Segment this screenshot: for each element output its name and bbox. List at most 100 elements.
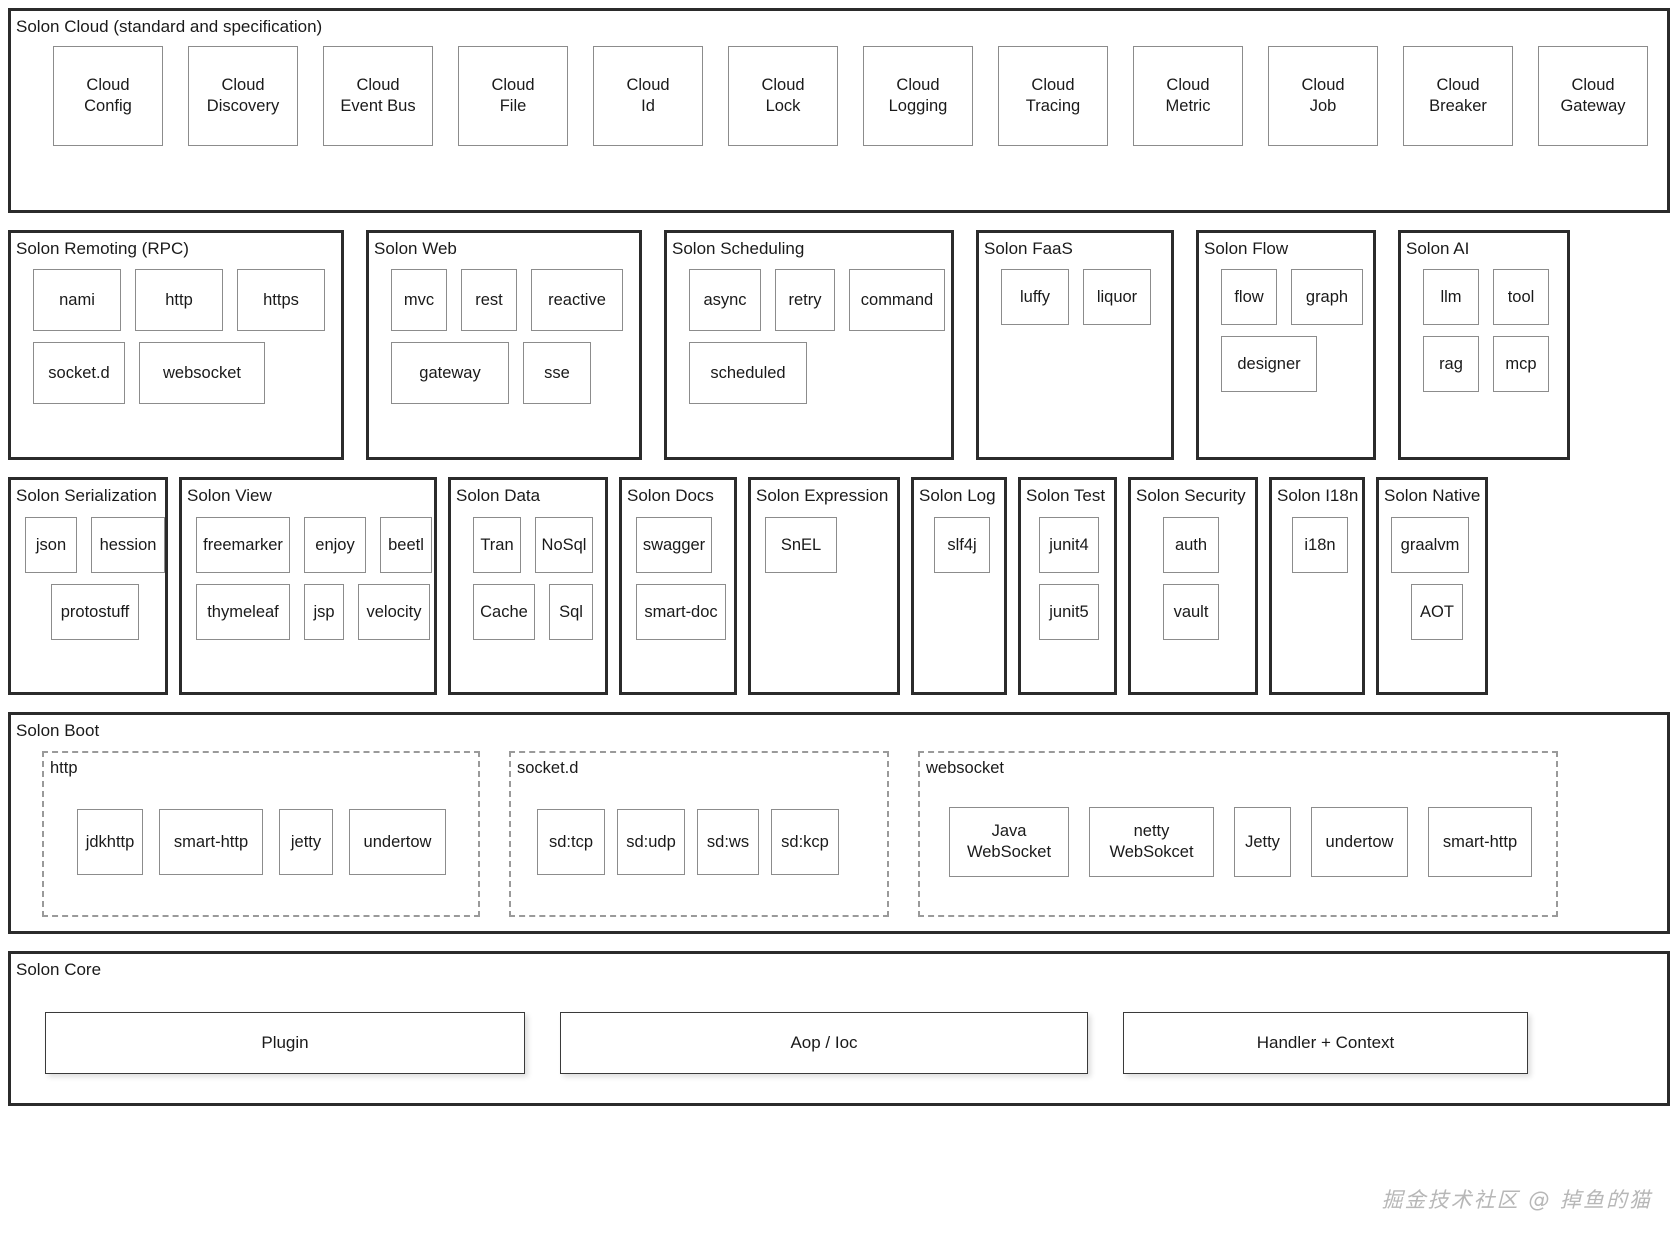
module-graph[interactable]: graph	[1291, 269, 1363, 325]
module-junit4[interactable]: junit4	[1039, 517, 1099, 573]
module-jetty[interactable]: jetty	[279, 809, 333, 875]
module-sd-tcp[interactable]: sd:tcp	[537, 809, 605, 875]
module-velocity[interactable]: velocity	[358, 584, 430, 640]
module-plugin[interactable]: Plugin	[45, 1011, 525, 1074]
module-enjoy[interactable]: enjoy	[304, 517, 366, 573]
module-mvc[interactable]: mvc	[391, 269, 447, 331]
module-tran[interactable]: Tran	[473, 517, 521, 573]
module-jdkhttp[interactable]: jdkhttp	[77, 809, 143, 875]
module-graalvm[interactable]: graalvm	[1391, 517, 1469, 573]
module-thymeleaf[interactable]: thymeleaf	[196, 584, 290, 640]
module-cloud-event-bus[interactable]: Cloud Event Bus	[323, 46, 433, 146]
module-cloud-metric[interactable]: Cloud Metric	[1133, 46, 1243, 146]
module-command[interactable]: command	[849, 269, 945, 331]
module-cloud-logging[interactable]: Cloud Logging	[863, 46, 973, 146]
solon-faas-row-1: luffy liquor	[1001, 269, 1171, 325]
solon-test-row-2: junit5	[1039, 584, 1114, 640]
module-liquor[interactable]: liquor	[1083, 269, 1151, 325]
module-ws-jetty[interactable]: Jetty	[1234, 807, 1291, 877]
module-smart-http[interactable]: smart-http	[159, 809, 263, 875]
module-luffy[interactable]: luffy	[1001, 269, 1069, 325]
solon-ai-items: llm tool rag mcp	[1401, 259, 1567, 457]
module-cloud-id[interactable]: Cloud Id	[593, 46, 703, 146]
solon-scheduling-items: async retry command scheduled	[667, 259, 951, 457]
module-designer[interactable]: designer	[1221, 336, 1317, 392]
module-nosql[interactable]: NoSql	[535, 517, 593, 573]
solon-flow-items: flow graph designer	[1199, 259, 1373, 457]
section-solon-test: Solon Test junit4 junit5	[1018, 477, 1117, 695]
module-aop-ioc[interactable]: Aop / Ioc	[560, 1011, 1088, 1074]
module-json[interactable]: json	[25, 517, 77, 573]
module-i18n[interactable]: i18n	[1292, 517, 1348, 573]
module-nami[interactable]: nami	[33, 269, 121, 331]
module-rest[interactable]: rest	[461, 269, 517, 331]
module-cloud-lock[interactable]: Cloud Lock	[728, 46, 838, 146]
module-sd-udp[interactable]: sd:udp	[617, 809, 685, 875]
module-socket-d[interactable]: socket.d	[33, 342, 125, 404]
solon-serialization-items: json hession protostuff	[11, 506, 165, 692]
module-jsp[interactable]: jsp	[304, 584, 344, 640]
module-sql[interactable]: Sql	[549, 584, 593, 640]
module-reactive[interactable]: reactive	[531, 269, 623, 331]
solon-test-items: junit4 junit5	[1021, 506, 1114, 692]
solon-faas-items: luffy liquor	[979, 259, 1171, 457]
module-slf4j[interactable]: slf4j	[934, 517, 990, 573]
solon-boot-groups: http jdkhttp smart-http jetty undertow s…	[11, 741, 1667, 931]
module-http[interactable]: http	[135, 269, 223, 331]
boot-socketd-items: sd:tcp sd:udp sd:ws sd:kcp	[511, 778, 887, 915]
module-cloud-discovery[interactable]: Cloud Discovery	[188, 46, 298, 146]
module-cloud-file[interactable]: Cloud File	[458, 46, 568, 146]
module-async[interactable]: async	[689, 269, 761, 331]
module-cache[interactable]: Cache	[473, 584, 535, 640]
module-junit5[interactable]: junit5	[1039, 584, 1099, 640]
module-mcp[interactable]: mcp	[1493, 336, 1549, 392]
section-title-solon-remoting: Solon Remoting (RPC)	[16, 239, 189, 258]
module-snel[interactable]: SnEL	[765, 517, 837, 573]
module-freemarker[interactable]: freemarker	[196, 517, 290, 573]
module-protostuff[interactable]: protostuff	[51, 584, 139, 640]
module-tool[interactable]: tool	[1493, 269, 1549, 325]
section-title-solon-docs: Solon Docs	[627, 486, 714, 505]
module-cloud-config[interactable]: Cloud Config	[53, 46, 163, 146]
section-title-solon-log: Solon Log	[919, 486, 996, 505]
module-ws-smart-http[interactable]: smart-http	[1428, 807, 1532, 877]
section-title-solon-expression: Solon Expression	[756, 486, 889, 505]
module-beetl[interactable]: beetl	[380, 517, 432, 573]
boot-group-socketd: socket.d sd:tcp sd:udp sd:ws sd:kcp	[509, 751, 889, 917]
module-ws-undertow[interactable]: undertow	[1311, 807, 1408, 877]
solon-cloud-items: Cloud Config Cloud Discovery Cloud Event…	[11, 37, 1667, 210]
module-websocket[interactable]: websocket	[139, 342, 265, 404]
module-hession[interactable]: hession	[91, 517, 165, 573]
module-sse[interactable]: sse	[523, 342, 591, 404]
solon-i18n-row-1: i18n	[1292, 517, 1362, 573]
module-rag[interactable]: rag	[1423, 336, 1479, 392]
section-solon-i18n: Solon I18n i18n	[1269, 477, 1365, 695]
solon-native-row-1: graalvm	[1391, 517, 1485, 573]
module-smart-doc[interactable]: smart-doc	[636, 584, 726, 640]
module-undertow[interactable]: undertow	[349, 809, 446, 875]
module-llm[interactable]: llm	[1423, 269, 1479, 325]
module-flow[interactable]: flow	[1221, 269, 1277, 325]
module-cloud-job[interactable]: Cloud Job	[1268, 46, 1378, 146]
solon-expression-row-1: SnEL	[765, 517, 897, 573]
module-handler-context[interactable]: Handler + Context	[1123, 1011, 1528, 1074]
module-cloud-gateway[interactable]: Cloud Gateway	[1538, 46, 1648, 146]
module-netty-websocket[interactable]: netty WebSokcet	[1089, 807, 1214, 877]
section-title-solon-boot: Solon Boot	[16, 721, 100, 740]
module-https[interactable]: https	[237, 269, 325, 331]
solon-data-items: Tran NoSql Cache Sql	[451, 506, 605, 692]
module-vault[interactable]: vault	[1163, 584, 1219, 640]
module-swagger[interactable]: swagger	[636, 517, 712, 573]
module-cloud-tracing[interactable]: Cloud Tracing	[998, 46, 1108, 146]
module-cloud-breaker[interactable]: Cloud Breaker	[1403, 46, 1513, 146]
module-sd-kcp[interactable]: sd:kcp	[771, 809, 839, 875]
module-retry[interactable]: retry	[775, 269, 835, 331]
module-gateway[interactable]: gateway	[391, 342, 509, 404]
boot-group-websocket: websocket Java WebSocket netty WebSokcet…	[918, 751, 1558, 917]
solon-security-items: auth vault	[1131, 506, 1255, 692]
module-sd-ws[interactable]: sd:ws	[697, 809, 759, 875]
module-auth[interactable]: auth	[1163, 517, 1219, 573]
module-java-websocket[interactable]: Java WebSocket	[949, 807, 1069, 877]
module-aot[interactable]: AOT	[1411, 584, 1463, 640]
module-scheduled[interactable]: scheduled	[689, 342, 807, 404]
